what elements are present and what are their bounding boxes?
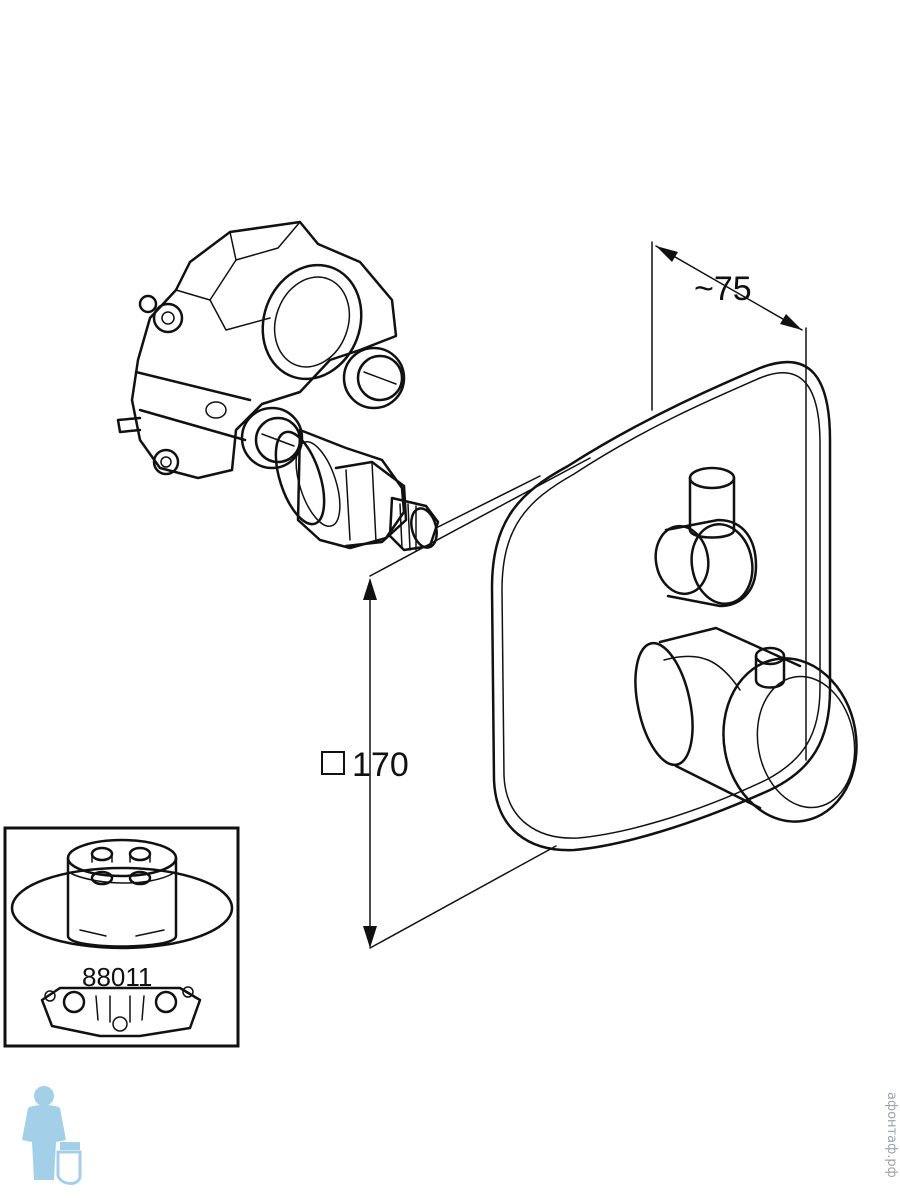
dimension-lines: [363, 241, 807, 949]
square-symbol-icon: [321, 751, 345, 775]
plumber-logo-icon: [22, 1086, 82, 1185]
valve-body-drawing: [116, 220, 440, 552]
bolt-heads: [90, 846, 152, 886]
depth-dimension-label: ~75: [694, 270, 752, 308]
trim-plate-drawing: [490, 360, 858, 852]
inset-panel: 88011: [3, 826, 240, 1048]
height-dimension-label: 170: [352, 746, 409, 784]
watermark-site-text: афонтаф.рф: [884, 1092, 899, 1178]
